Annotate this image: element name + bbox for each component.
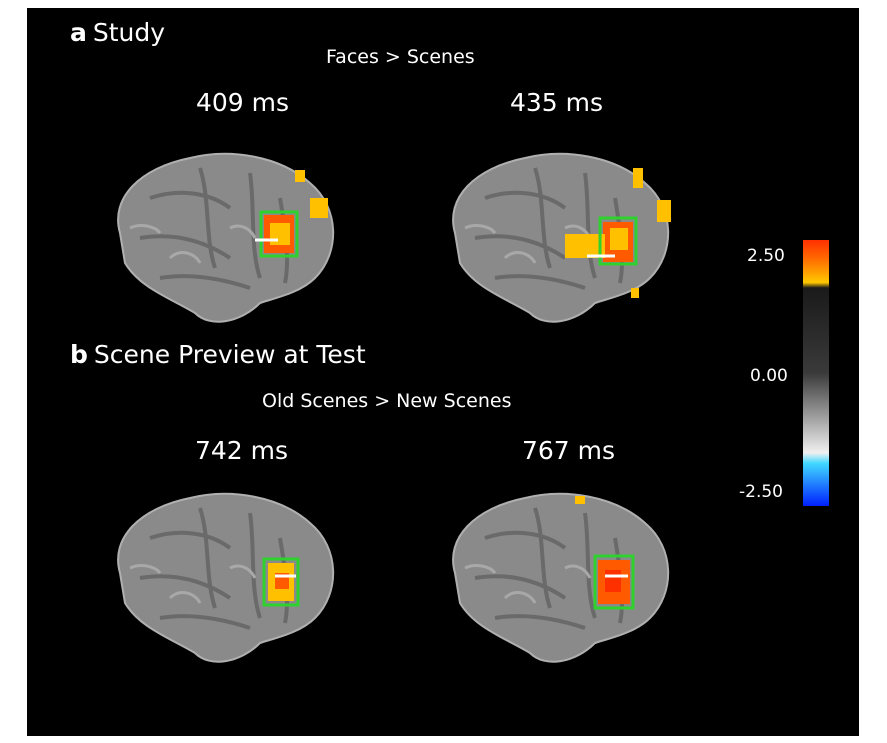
brain-image-b-767	[452, 492, 670, 663]
panel-b-time-2: 767 ms	[522, 436, 616, 465]
colorbar-label-zero: 0.00	[750, 366, 788, 386]
colorbar	[803, 240, 829, 506]
panel-a-title-text: Study	[92, 18, 166, 47]
panel-a-letter: a	[70, 18, 87, 47]
panel-a-time-2: 435 ms	[510, 88, 604, 117]
brain-image-a-435	[452, 152, 671, 323]
panel-b-title-text: Scene Preview at Test	[93, 340, 366, 369]
colorbar-label-min: -2.50	[739, 482, 783, 502]
colorbar-label-max: 2.50	[747, 246, 785, 266]
panel-a-contrast: Faces > Scenes	[326, 46, 475, 68]
panel-b-letter: b	[70, 340, 88, 369]
brain-image-a-409	[117, 152, 335, 323]
panel-b-contrast: Old Scenes > New Scenes	[262, 390, 512, 412]
brain-image-b-742	[117, 492, 335, 663]
panel-a-time-1: 409 ms	[196, 88, 290, 117]
panel-b-time-1: 742 ms	[195, 436, 289, 465]
